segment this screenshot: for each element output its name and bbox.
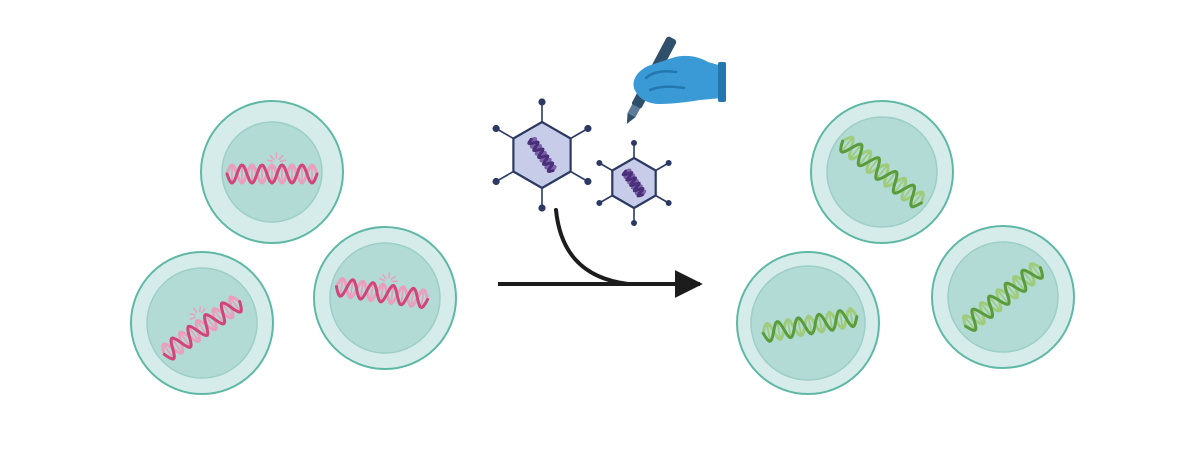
right-cell-group	[736, 100, 1075, 395]
cell-mutated-top	[200, 100, 344, 244]
cell-mutated-bottom-right	[313, 226, 457, 370]
hand-with-pen-icon	[626, 36, 726, 124]
cell-mutated-bottom-left	[130, 251, 274, 395]
dna-helix-icon	[761, 307, 859, 343]
dna-helix-icon	[334, 272, 430, 310]
dna-helix-icon	[962, 262, 1044, 332]
dna-helix-icon	[225, 152, 319, 185]
cell-nucleus	[750, 265, 866, 381]
process-arrow-icon	[498, 208, 703, 298]
cell-corrected-top	[810, 100, 954, 244]
viral-vector-icon	[596, 140, 672, 226]
cell-corrected-bottom-right	[931, 225, 1075, 369]
viral-vector-icon	[492, 98, 592, 212]
dna-helix-icon	[839, 135, 925, 209]
dna-helix-icon	[161, 295, 243, 361]
viral-vector-group	[492, 98, 672, 226]
left-cell-group	[130, 100, 457, 395]
cell-corrected-bottom-left	[736, 251, 880, 395]
